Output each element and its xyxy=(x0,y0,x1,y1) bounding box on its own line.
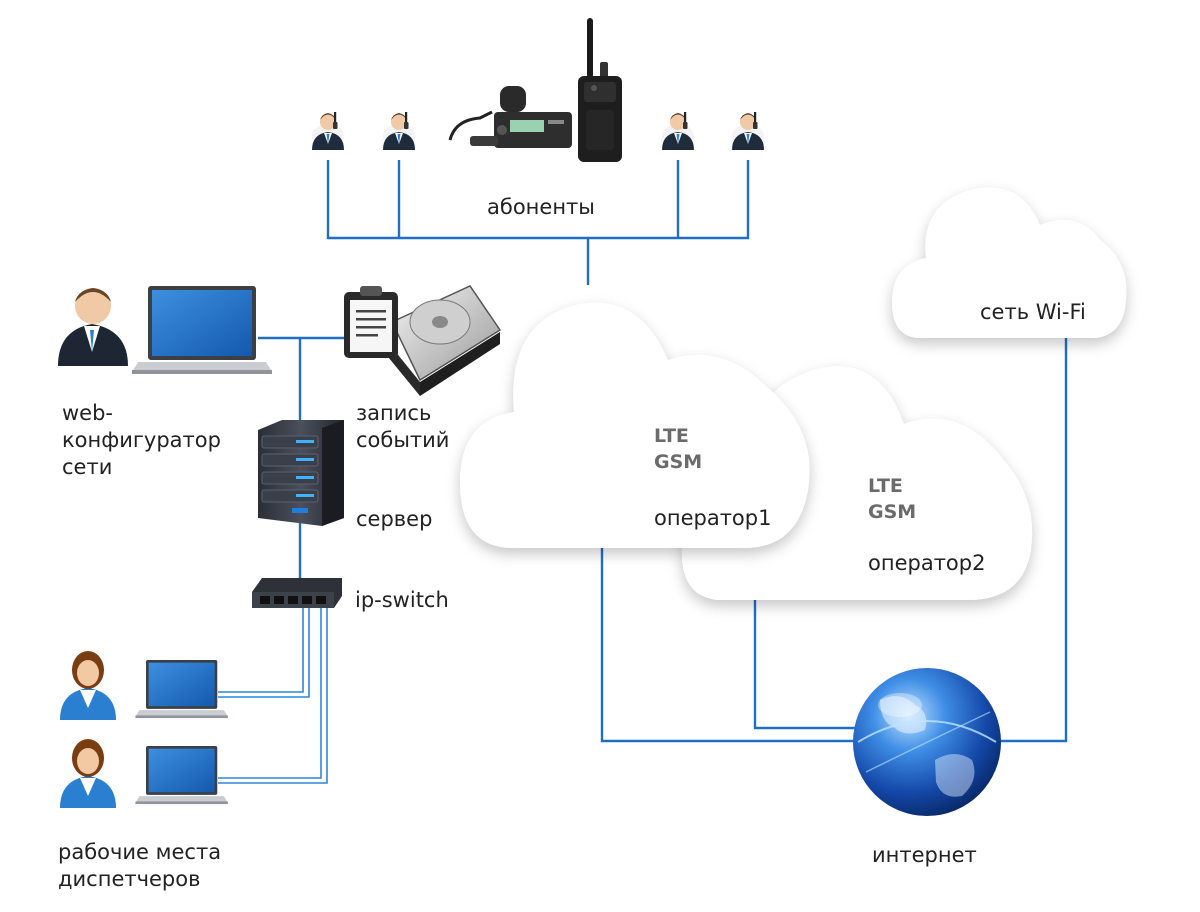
handheld-radio-icon xyxy=(578,18,622,162)
internet-label: интернет xyxy=(872,843,977,867)
switch-icon xyxy=(252,578,342,608)
dispatcher-person-icon xyxy=(60,651,116,720)
ip-switch-group: ip-switch xyxy=(252,578,449,612)
event-log-group: запись событий xyxy=(344,285,502,452)
event-log-line2: событий xyxy=(356,428,449,452)
operator2-tech2: GSM xyxy=(868,501,916,523)
operator2-tech1: LTE xyxy=(868,475,903,497)
operator1-tech1: LTE xyxy=(654,425,689,447)
server-icon xyxy=(258,420,344,526)
dispatchers-group: рабочие места диспетчеров xyxy=(58,651,228,891)
person-radio-icon xyxy=(662,112,694,150)
person-radio-icon xyxy=(383,112,415,150)
subscribers-group: абоненты xyxy=(312,18,764,219)
globe-icon xyxy=(853,668,1001,816)
dispatchers-line1: рабочие места xyxy=(58,840,221,864)
admin-person-icon xyxy=(58,288,128,366)
subscribers-label: абоненты xyxy=(487,195,595,219)
operator1-tech2: GSM xyxy=(654,451,702,473)
wifi-label: сеть Wi-Fi xyxy=(980,300,1086,324)
web-config-line2: конфигуратор xyxy=(62,428,221,452)
person-radio-icon xyxy=(732,112,764,150)
server-group: сервер xyxy=(258,420,432,531)
event-log-line1: запись xyxy=(356,401,431,425)
dispatcher-laptop-icon xyxy=(135,660,228,719)
web-config-line3: сети xyxy=(62,455,112,479)
hard-disk-icon xyxy=(384,285,502,396)
clipboard-icon xyxy=(344,286,398,358)
operator2-name: оператор2 xyxy=(868,551,985,575)
operator1-name: оператор1 xyxy=(654,506,771,530)
dispatcher-person-icon xyxy=(60,739,116,808)
admin-laptop-icon xyxy=(132,286,272,374)
dispatchers-line2: диспетчеров xyxy=(58,867,200,891)
server-label: сервер xyxy=(356,507,432,531)
lan-wires xyxy=(218,336,350,784)
ip-switch-label: ip-switch xyxy=(355,588,449,612)
mobile-radio-icon xyxy=(448,86,572,148)
internet-wires xyxy=(600,330,1068,743)
subscriber-wires xyxy=(326,160,750,285)
internet-group: интернет xyxy=(853,668,1001,867)
cloud-wifi: сеть Wi-Fi xyxy=(892,187,1127,338)
dispatcher-laptop-icon xyxy=(135,746,228,805)
person-radio-icon xyxy=(312,112,344,150)
web-config-line1: web- xyxy=(62,401,113,425)
cloud-operator1: LTE GSM оператор1 xyxy=(460,302,810,548)
web-configurator-group: web- конфигуратор сети xyxy=(58,286,272,479)
